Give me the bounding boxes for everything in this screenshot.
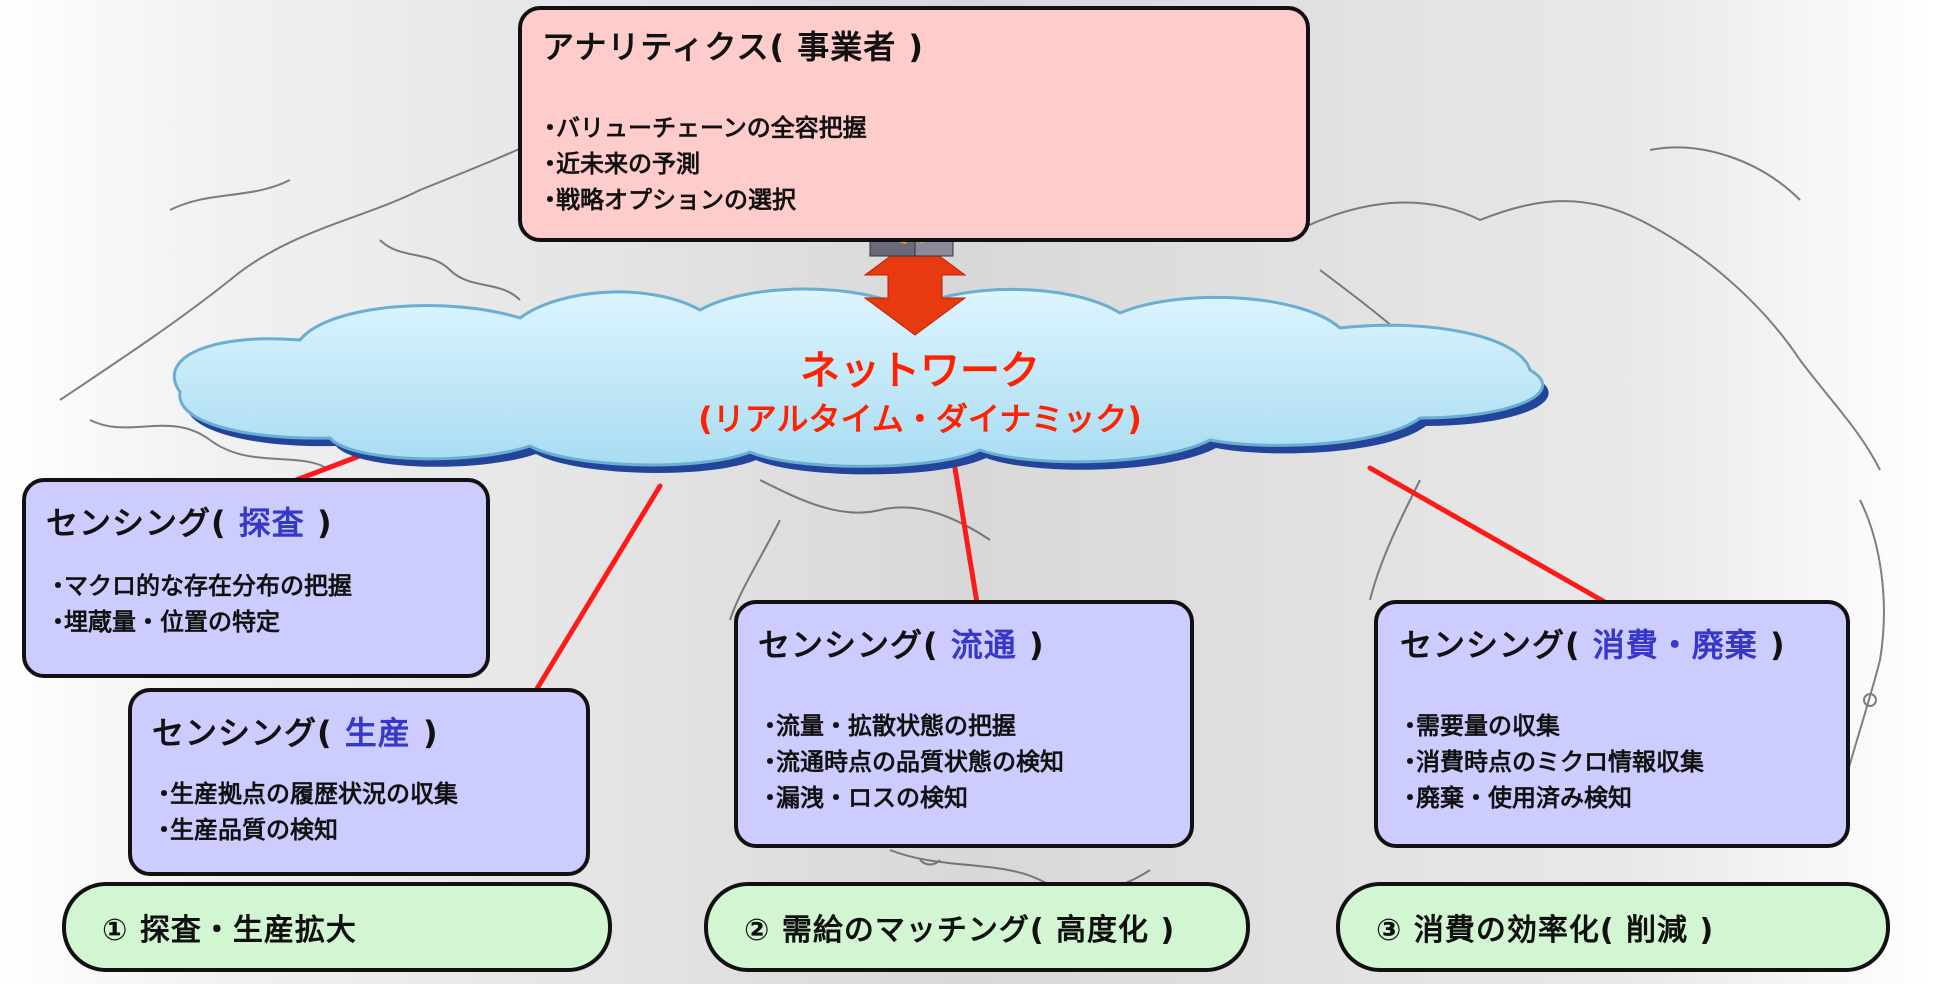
sensing-box-consumption: センシング( 消費・廃棄 ) 需要量の収集 消費時点のミクロ情報収集 廃棄・使用…: [1374, 600, 1850, 848]
sensing-item-list: マクロ的な存在分布の把握 埋蔵量・位置の特定: [46, 568, 352, 640]
sensing-title: センシング( 流通 ): [758, 620, 1045, 666]
sensing-title: センシング( 消費・廃棄 ): [1400, 620, 1786, 666]
connector-distribution: [952, 465, 980, 606]
sensing-box-production: センシング( 生産 ) 生産拠点の履歴状況の収集 生産品質の検知: [128, 688, 590, 876]
sensing-title: センシング( 生産 ): [152, 708, 439, 754]
sensing-topic: 消費・廃棄: [1592, 626, 1758, 664]
framework-pill-exploration: ① 探査・生産拡大: [62, 882, 612, 972]
framework-label: ③ 消費の効率化( 削減 ): [1376, 913, 1715, 948]
sensing-title-prefix: センシング(: [152, 714, 345, 752]
sensing-item: 需要量の収集: [1398, 708, 1704, 744]
double-arrow-icon: [863, 237, 967, 336]
network-title: ネットワーク: [800, 348, 1040, 394]
analytics-title: アナリティクス( 事業者 ): [542, 28, 925, 66]
sensing-topic: 流通: [950, 626, 1017, 664]
sensing-item: 消費時点のミクロ情報収集: [1398, 744, 1704, 780]
sensing-item-list: 流量・拡散状態の把握 流通時点の品質状態の検知 漏洩・ロスの検知: [758, 708, 1064, 816]
sensing-topic: 生産: [344, 714, 411, 752]
analytics-box: アナリティクス( 事業者 ) バリューチェーンの全容把握 近未来の予測 戦略オプ…: [518, 6, 1310, 242]
sensing-item: 漏洩・ロスの検知: [758, 780, 1064, 816]
analytics-item: 近未来の予測: [538, 146, 867, 182]
sensing-title-prefix: センシング(: [46, 504, 239, 542]
sensing-title-suffix: ): [304, 504, 333, 542]
analytics-item: バリューチェーンの全容把握: [538, 110, 867, 146]
analytics-item: 戦略オプションの選択: [538, 182, 867, 218]
framework-pill-matching: ② 需給のマッチング( 高度化 ): [704, 882, 1250, 972]
sensing-title-suffix: ): [410, 714, 439, 752]
sensing-title-suffix: ): [1016, 626, 1045, 664]
connector-consumption: [1367, 465, 1613, 608]
framework-label: ① 探査・生産拡大: [102, 913, 357, 948]
sensing-item: 埋蔵量・位置の特定: [46, 604, 352, 640]
sensing-title-prefix: センシング(: [758, 626, 951, 664]
sensing-title-prefix: センシング(: [1400, 626, 1593, 664]
framework-pill-consumption: ③ 消費の効率化( 削減 ): [1336, 882, 1890, 972]
sensing-item: マクロ的な存在分布の把握: [46, 568, 352, 604]
sensing-box-distribution: センシング( 流通 ) 流量・拡散状態の把握 流通時点の品質状態の検知 漏洩・ロ…: [734, 600, 1194, 848]
sensing-item-list: 需要量の収集 消費時点のミクロ情報収集 廃棄・使用済み検知: [1398, 708, 1704, 816]
analytics-item-list: バリューチェーンの全容把握 近未来の予測 戦略オプションの選択: [538, 110, 867, 218]
connector-production: [532, 483, 663, 695]
network-cloud: [172, 287, 1549, 475]
network-label: ネットワーク (リアルタイム・ダイナミック): [680, 345, 1160, 441]
sensing-item: 流量・拡散状態の把握: [758, 708, 1064, 744]
connector-lines: [267, 449, 1613, 695]
sensing-item: 廃棄・使用済み検知: [1398, 780, 1704, 816]
sensing-item-list: 生産拠点の履歴状況の収集 生産品質の検知: [152, 776, 458, 848]
sensing-topic: 探査: [238, 504, 305, 542]
sensing-item: 生産品質の検知: [152, 812, 458, 848]
sensing-box-exploration: センシング( 探査 ) マクロ的な存在分布の把握 埋蔵量・位置の特定: [22, 478, 490, 678]
sensing-item: 流通時点の品質状態の検知: [758, 744, 1064, 780]
sensing-title-suffix: ): [1757, 626, 1786, 664]
framework-label: ② 需給のマッチング( 高度化 ): [744, 913, 1176, 948]
sensing-item: 生産拠点の履歴状況の収集: [152, 776, 458, 812]
network-subtitle: (リアルタイム・ダイナミック): [698, 400, 1142, 438]
sensing-title: センシング( 探査 ): [46, 498, 333, 544]
